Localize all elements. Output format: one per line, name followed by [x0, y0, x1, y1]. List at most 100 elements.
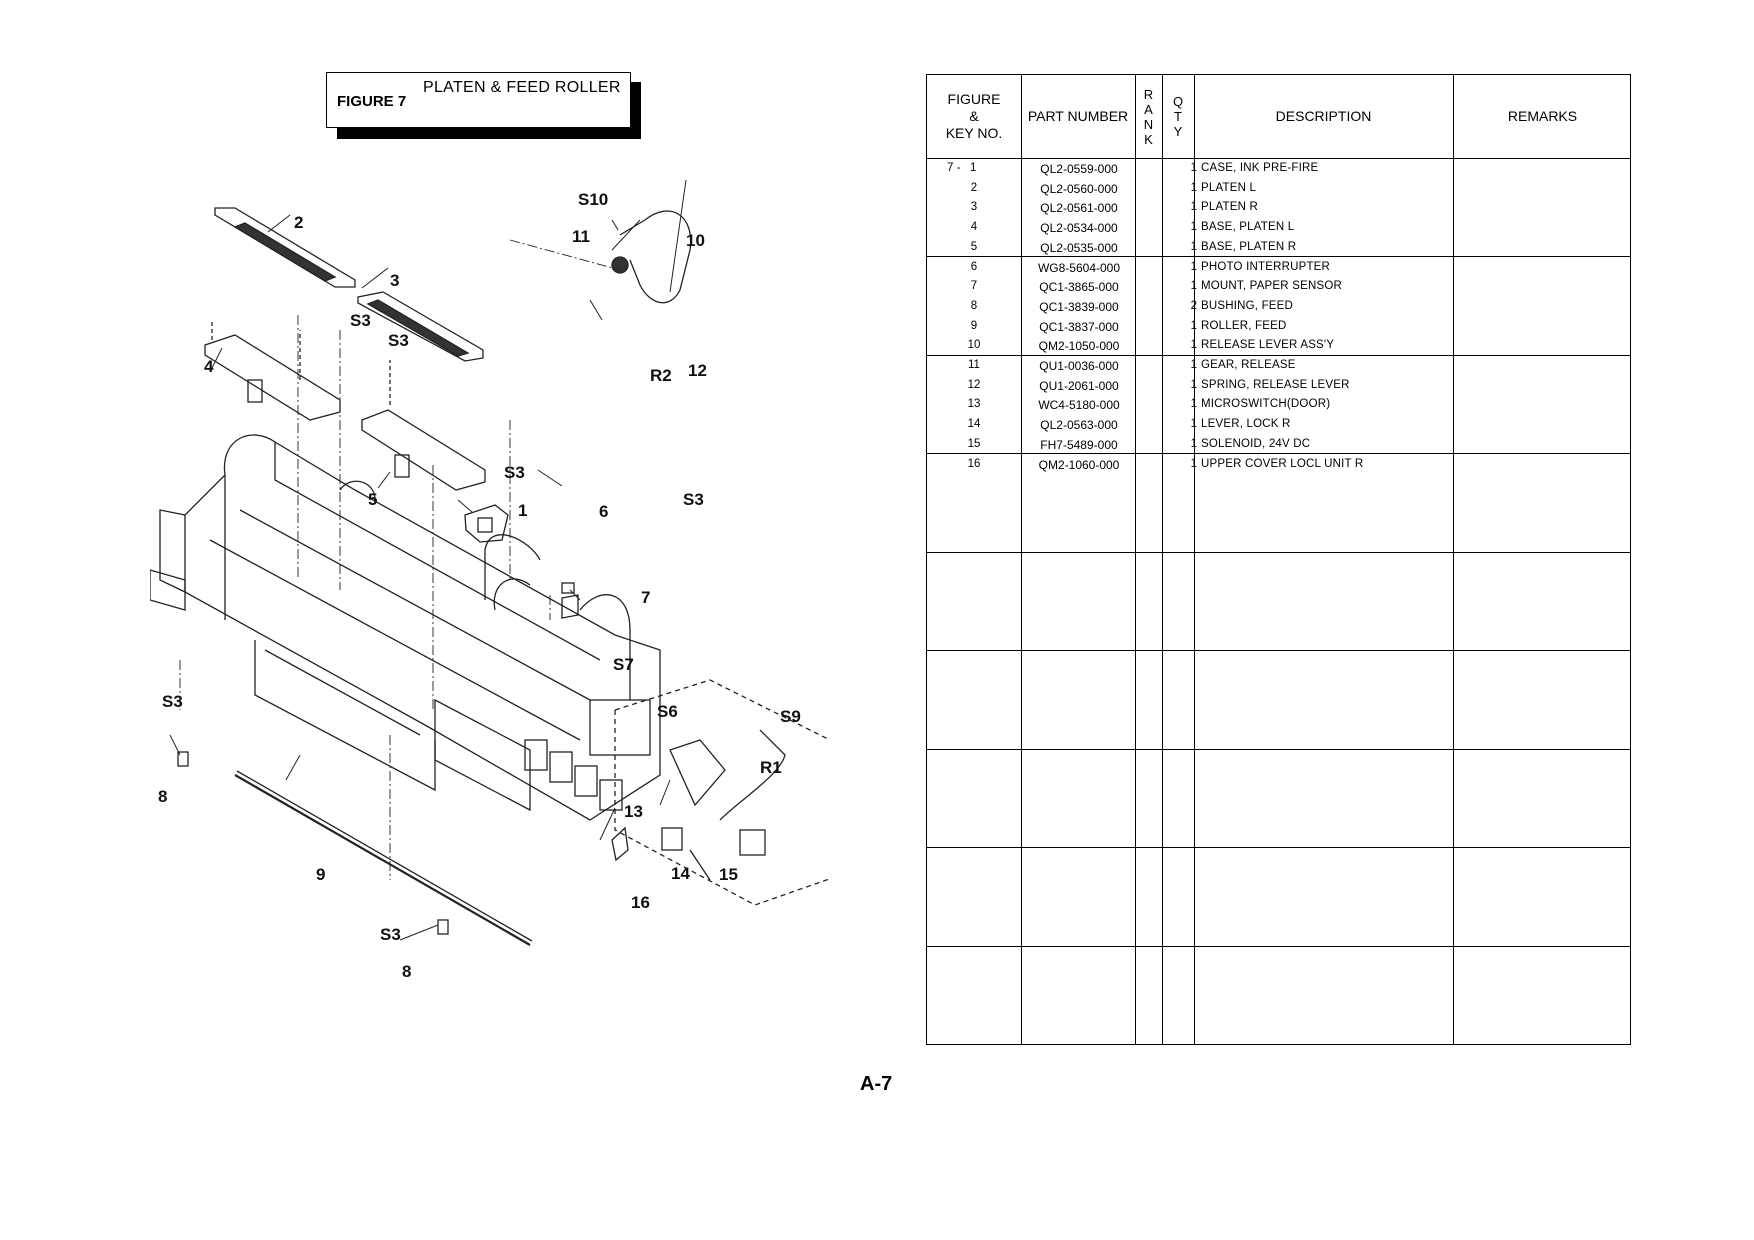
header-description: DESCRIPTION [1275, 108, 1372, 124]
description-cell: LEVER, LOCK R [1201, 418, 1291, 431]
callout-4: 4 [204, 357, 214, 376]
description-cell: RELEASE LEVER ASS'Y [1201, 339, 1335, 352]
group-divider [927, 650, 1630, 651]
description-cell: SPRING, RELEASE LEVER [1201, 378, 1350, 391]
callout-10: 10 [686, 231, 705, 250]
qty-cell: 1 [1190, 201, 1197, 214]
header-divider [927, 158, 1630, 159]
qty-cell: 1 [1190, 457, 1197, 470]
page-number: A-7 [860, 1073, 893, 1095]
header-qty-letter: T [1174, 109, 1182, 124]
group-divider [927, 552, 1630, 553]
header-qty: Q T Y [1162, 75, 1194, 158]
figure-number: FIGURE 7 [337, 93, 407, 110]
key-no-cell: 10 [967, 339, 981, 352]
header-rank: R A N K [1135, 75, 1162, 158]
qty-cell: 1 [1190, 221, 1197, 234]
key-no-cell: 4 [970, 221, 978, 234]
qty-cell: 1 [1190, 162, 1197, 174]
part-number-cell: QL2-0563-000 [1040, 418, 1118, 433]
description-cell: CASE, INK PRE-FIRE [1201, 162, 1319, 174]
key-no-cell: 16 [967, 457, 981, 470]
part-number-cell: QM2-1060-000 [1038, 457, 1120, 472]
callout-s3-d: S3 [683, 490, 704, 509]
part-feed-roller-shape [234, 770, 533, 946]
callout-8-left: 8 [158, 787, 167, 806]
header-rank-letter: R [1143, 86, 1154, 102]
group-divider [927, 847, 1630, 848]
key-no-cell: 9 [970, 319, 978, 332]
part-number-cell: QL2-0561-000 [1040, 201, 1118, 216]
callout-11: 11 [572, 227, 590, 246]
part-platen-r-shape [357, 291, 484, 362]
qty-cell: 1 [1190, 418, 1197, 431]
column-divider [1021, 75, 1022, 1044]
key-no-cell: 2 [970, 181, 978, 194]
callout-9: 9 [316, 865, 325, 884]
header-figure-key-line: & [969, 108, 979, 124]
callout-s3-c: S3 [504, 463, 525, 482]
column-divider [1162, 75, 1163, 1044]
part-number-cell: WG8-5604-000 [1037, 260, 1121, 275]
key-no-cell: 7 - 1 [947, 162, 977, 174]
table-row: 3 QL2-0561-000 1 PLATEN R [927, 198, 1630, 218]
group-divider [927, 355, 1630, 356]
part-number-cell: QL2-0560-000 [1040, 181, 1118, 196]
qty-cell: 1 [1190, 319, 1197, 332]
callout-14: 14 [671, 864, 690, 883]
parts-list-table: FIGURE & KEY NO. PART NUMBER R A N K Q T… [926, 74, 1631, 1045]
header-rank-letter: K [1144, 131, 1153, 147]
callout-s7: S7 [613, 655, 634, 674]
callout-13: 13 [624, 802, 643, 821]
description-cell: PLATEN R [1201, 201, 1258, 214]
key-no-cell: 3 [970, 201, 978, 214]
qty-cell: 1 [1190, 181, 1197, 194]
qty-cell: 1 [1190, 398, 1197, 411]
qty-cell: 2 [1190, 299, 1197, 312]
key-no-cell: 15 [967, 437, 981, 450]
qty-cell: 1 [1190, 378, 1197, 391]
qty-cell: 1 [1190, 359, 1197, 371]
key-no-cell: 12 [967, 378, 981, 391]
header-rank-letter: N [1143, 116, 1154, 132]
callout-6: 6 [599, 502, 608, 521]
header-figure-key: FIGURE & KEY NO. [927, 75, 1021, 158]
figure-title-box: FIGURE 7 PLATEN & FEED ROLLER [326, 72, 631, 128]
description-cell: BASE, PLATEN R [1201, 240, 1297, 253]
qty-cell: 1 [1190, 339, 1197, 352]
description-cell: BUSHING, FEED [1201, 299, 1294, 312]
callout-r2: R2 [650, 366, 672, 385]
figure-title: PLATEN & FEED ROLLER [423, 79, 621, 96]
part-number-cell: QC1-3865-000 [1039, 280, 1119, 295]
header-rank-letter: A [1144, 101, 1153, 117]
part-number-cell: QC1-3837-000 [1039, 319, 1119, 334]
key-no-cell: 14 [967, 418, 981, 431]
header-qty-letter: Y [1173, 124, 1183, 139]
part-case-ink-pre-fire-shape [464, 504, 509, 543]
part-number-cell: QU1-2061-000 [1039, 378, 1119, 393]
callout-s3-f: S3 [380, 925, 401, 944]
description-cell: MOUNT, PAPER SENSOR [1201, 280, 1342, 293]
description-cell: SOLENOID, 24V DC [1201, 437, 1311, 450]
callout-s3-a: S3 [350, 311, 371, 330]
key-no-cell: 8 [970, 299, 978, 312]
callout-s6: S6 [657, 702, 678, 721]
key-no-cell: 6 [970, 260, 978, 273]
header-figure-key-line: FIGURE [947, 91, 1001, 107]
part-photo-interrupter-shape [561, 582, 575, 594]
description-cell: PLATEN L [1201, 181, 1257, 194]
part-number-cell: FH7-5489-000 [1040, 437, 1118, 452]
part-number-cell: QU1-0036-000 [1039, 359, 1119, 373]
callout-16: 16 [631, 893, 650, 912]
header-remarks: REMARKS [1507, 108, 1578, 124]
description-cell: MICROSWITCH(DOOR) [1201, 398, 1331, 411]
callout-1: 1 [518, 501, 527, 520]
table-row: 2 QL2-0560-000 1 PLATEN L [927, 179, 1630, 199]
